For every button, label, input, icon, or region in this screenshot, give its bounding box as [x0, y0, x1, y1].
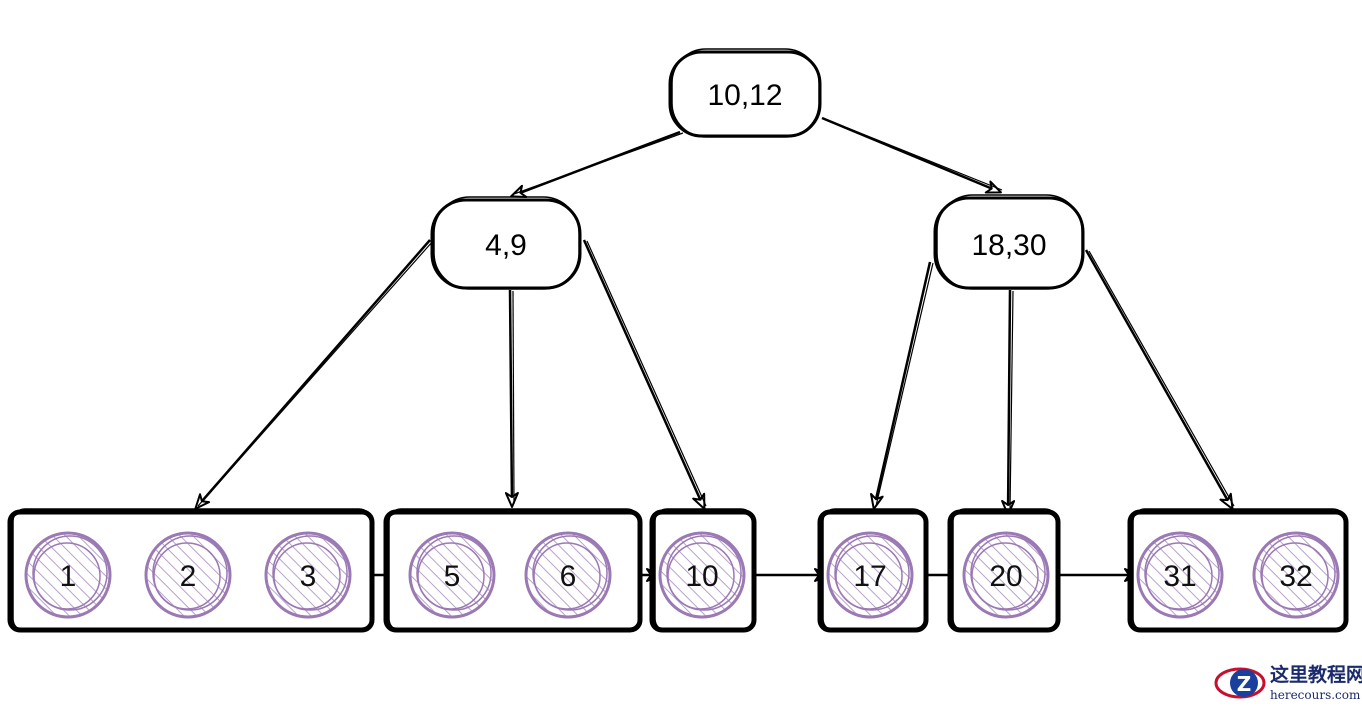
- leaf-node: 10: [649, 508, 757, 633]
- leaf-key: 10: [658, 531, 746, 619]
- tree-edges: [194, 116, 1235, 516]
- tree-edge-arrow: [1001, 289, 1016, 516]
- watermark-title: 这里教程网: [1270, 663, 1362, 686]
- leaf-node: 20: [947, 508, 1061, 633]
- leaf-key: 31: [1136, 531, 1224, 619]
- leaf-key: 6: [524, 531, 612, 619]
- leaf-key-label: 10: [685, 560, 718, 593]
- leaf-key-label: 6: [560, 560, 577, 593]
- leaf-key: 3: [264, 531, 352, 619]
- leaf-key-label: 31: [1163, 560, 1196, 593]
- leaf-key: 1: [24, 531, 112, 619]
- internal-node-left: 4,9: [430, 196, 582, 290]
- leaf-node: 31 32: [1127, 508, 1349, 633]
- root-node: 10,12: [668, 48, 822, 138]
- internal-node-left-label: 4,9: [485, 229, 527, 262]
- leaf-key-label: 1: [60, 560, 77, 593]
- leaf-key-label: 32: [1279, 560, 1312, 593]
- leaf-key: 32: [1252, 531, 1340, 619]
- leaf-key-label: 2: [180, 560, 197, 593]
- tree-edge-arrow: [582, 239, 707, 510]
- leaf-key-label: 17: [853, 560, 886, 593]
- internal-node-right: 18,30: [933, 194, 1085, 290]
- tree-edge-arrow: [1084, 249, 1235, 510]
- leaf-key-label: 5: [444, 560, 461, 593]
- leaf-key: 17: [826, 531, 914, 619]
- watermark-url: herecours.com: [1270, 688, 1361, 702]
- root-node-label: 10,12: [707, 79, 782, 112]
- leaf-node: 17: [817, 508, 929, 633]
- tree-edge-arrow: [870, 261, 934, 510]
- leaf-key-label: 3: [300, 560, 317, 593]
- tree-edge-arrow: [821, 116, 1003, 194]
- tree-edge-arrow: [194, 239, 434, 510]
- leaf-node: 1 2 3: [7, 508, 375, 633]
- watermark: Z 这里教程网 herecours.com: [1214, 663, 1362, 702]
- leaf-key: 20: [962, 531, 1050, 619]
- tree-edge-arrow: [510, 130, 684, 198]
- tree-edge-arrow: [504, 289, 519, 508]
- watermark-logo-icon: Z: [1214, 667, 1266, 699]
- internal-node-right-label: 18,30: [971, 229, 1046, 262]
- leaf-key: 2: [144, 531, 232, 619]
- leaf-key: 5: [408, 531, 496, 619]
- leaf-key-label: 20: [989, 560, 1022, 593]
- svg-text:Z: Z: [1237, 672, 1252, 696]
